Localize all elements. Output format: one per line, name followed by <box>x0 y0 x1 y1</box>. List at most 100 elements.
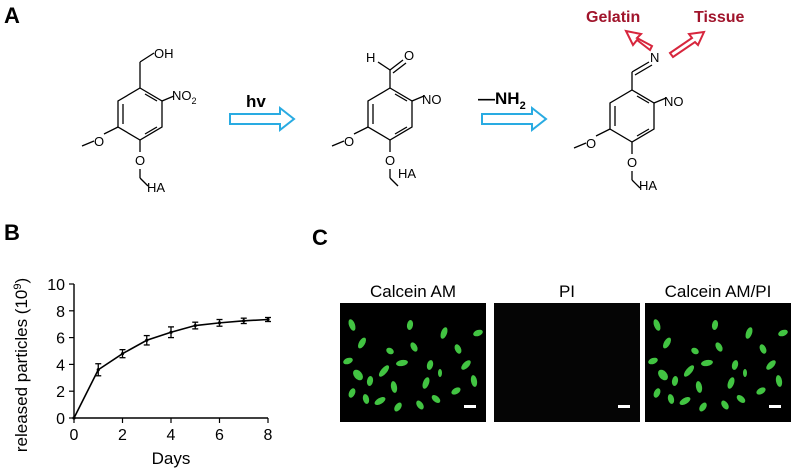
cell <box>691 347 699 355</box>
nitroso-label: NO <box>422 92 442 107</box>
cell <box>648 357 658 365</box>
cell <box>721 400 729 410</box>
cell <box>390 381 398 393</box>
y-tick-label: 8 <box>56 304 65 321</box>
cell <box>454 344 462 354</box>
cell <box>658 369 668 381</box>
aldehyde-o-label: O <box>404 48 414 63</box>
cell <box>396 359 408 367</box>
cell <box>699 402 707 412</box>
cell <box>348 388 356 398</box>
cell <box>745 327 753 339</box>
x-axis-label: Days <box>152 449 191 468</box>
micrograph-pi <box>494 303 640 422</box>
data-point <box>217 321 222 325</box>
svg-text:O: O <box>135 153 145 168</box>
cell <box>473 329 483 337</box>
cell <box>348 319 356 331</box>
product-nitroso-label: NO <box>664 94 684 109</box>
x-tick-label: 8 <box>264 427 273 444</box>
cell <box>778 329 788 337</box>
x-tick-label: 4 <box>167 427 176 444</box>
data-point <box>72 416 76 420</box>
data-point <box>266 317 270 322</box>
svg-text:O: O <box>627 155 637 170</box>
x-tick-label: 6 <box>215 427 224 444</box>
cell <box>353 369 363 381</box>
nitro-label: NO2 <box>172 88 197 106</box>
data-point <box>193 323 197 328</box>
cell <box>727 377 735 389</box>
start-molecule: OH NO2 O O HA <box>81 46 197 195</box>
svg-text:O: O <box>385 153 395 168</box>
cell <box>759 344 767 354</box>
x-tick-label: 2 <box>118 427 127 444</box>
step2-arrow <box>481 105 548 133</box>
y-tick-label: 4 <box>56 357 65 374</box>
cell <box>711 320 719 330</box>
cell <box>358 337 366 349</box>
data-point <box>96 368 100 372</box>
data-point <box>145 338 149 342</box>
data-point <box>169 330 173 334</box>
x-tick-label: 0 <box>70 427 79 444</box>
cell <box>743 369 747 377</box>
chart-axes <box>73 284 268 419</box>
panel-label-b: B <box>4 220 20 245</box>
cell <box>422 377 430 389</box>
micrograph-calcein-am <box>340 303 486 422</box>
y-axis-label: released particles (109) <box>12 278 31 452</box>
ha-label-product: HA <box>639 178 657 193</box>
tissue-arrow <box>668 30 706 59</box>
cell <box>667 394 675 404</box>
gelatin-arrow <box>624 29 654 52</box>
label-calcein-am: Calcein AM <box>370 282 456 301</box>
cell <box>431 395 441 403</box>
label-calcein-am-pi: Calcein AM/PI <box>664 282 772 301</box>
cell <box>394 402 402 412</box>
cell <box>715 342 723 352</box>
chart-marks <box>72 316 271 420</box>
hydroxyl-label: OH <box>154 46 174 61</box>
cell <box>386 347 394 355</box>
cell <box>343 357 353 365</box>
cell <box>461 360 471 370</box>
cell <box>766 360 776 370</box>
cell <box>416 400 424 410</box>
aldehyde-h-label: H <box>366 50 375 65</box>
cell <box>440 327 448 339</box>
cell <box>756 387 766 395</box>
cell <box>470 375 478 387</box>
ha-label-intermediate: HA <box>398 166 416 181</box>
cell <box>438 369 442 377</box>
y-tick-label: 0 <box>56 411 65 428</box>
cell <box>374 397 386 405</box>
imine-n-label: N <box>650 50 659 65</box>
cell <box>663 337 671 349</box>
data-point <box>242 319 246 323</box>
amine-label: —NH2 <box>478 89 526 112</box>
panel-label-c: C <box>312 225 328 250</box>
cell <box>653 388 661 398</box>
svg-text:O: O <box>586 136 596 151</box>
cell <box>671 376 679 386</box>
micrograph-merged <box>645 303 791 422</box>
step1-arrow <box>229 105 296 133</box>
ha-label-start: HA <box>147 180 165 195</box>
data-point <box>120 352 125 356</box>
reaction-scheme: OH NO2 O O HA hv H O NO O O HA <box>81 9 745 195</box>
y-tick-label: 2 <box>56 384 65 401</box>
cell <box>406 320 414 330</box>
cell <box>653 319 661 331</box>
product-molecule: N NO O O HA <box>573 50 684 193</box>
cell <box>410 342 418 352</box>
cell <box>679 397 691 405</box>
intermediate-molecule: H O NO O O HA <box>331 48 442 187</box>
cell <box>378 365 390 377</box>
svg-text:O: O <box>94 134 104 149</box>
cell <box>775 375 783 387</box>
scale-bar <box>769 405 781 408</box>
cell <box>366 376 374 386</box>
